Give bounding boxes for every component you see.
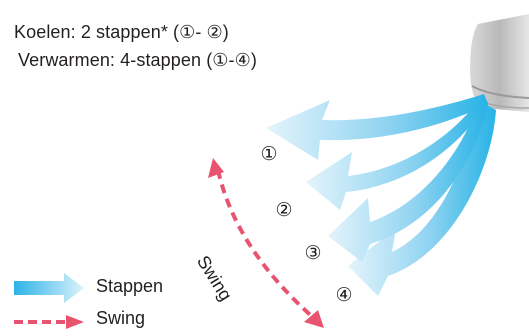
heating-caption: Verwarmen: 4-stappen (①-④) [18, 50, 257, 70]
legend-stappen-arrow [14, 273, 84, 303]
swing-arrow [208, 158, 324, 328]
cooling-caption: Koelen: 2 stappen* (①- ②) [14, 22, 229, 42]
step-1-label: ① [260, 144, 278, 165]
air-conditioner-unit [470, 14, 529, 112]
legend-swing-arrow [14, 315, 84, 329]
step-3-label: ③ [304, 243, 322, 264]
airflow-step-1-arrow [266, 94, 488, 160]
airflow-step-2-arrow [306, 96, 488, 210]
step-2-label: ② [275, 200, 293, 221]
legend-stappen-label: Stappen [96, 276, 164, 296]
legend-swing-label: Swing [96, 308, 146, 328]
airflow-step-3-arrow [328, 98, 488, 262]
airflow-step-4-arrow [348, 100, 496, 296]
step-4-label: ④ [335, 285, 353, 306]
